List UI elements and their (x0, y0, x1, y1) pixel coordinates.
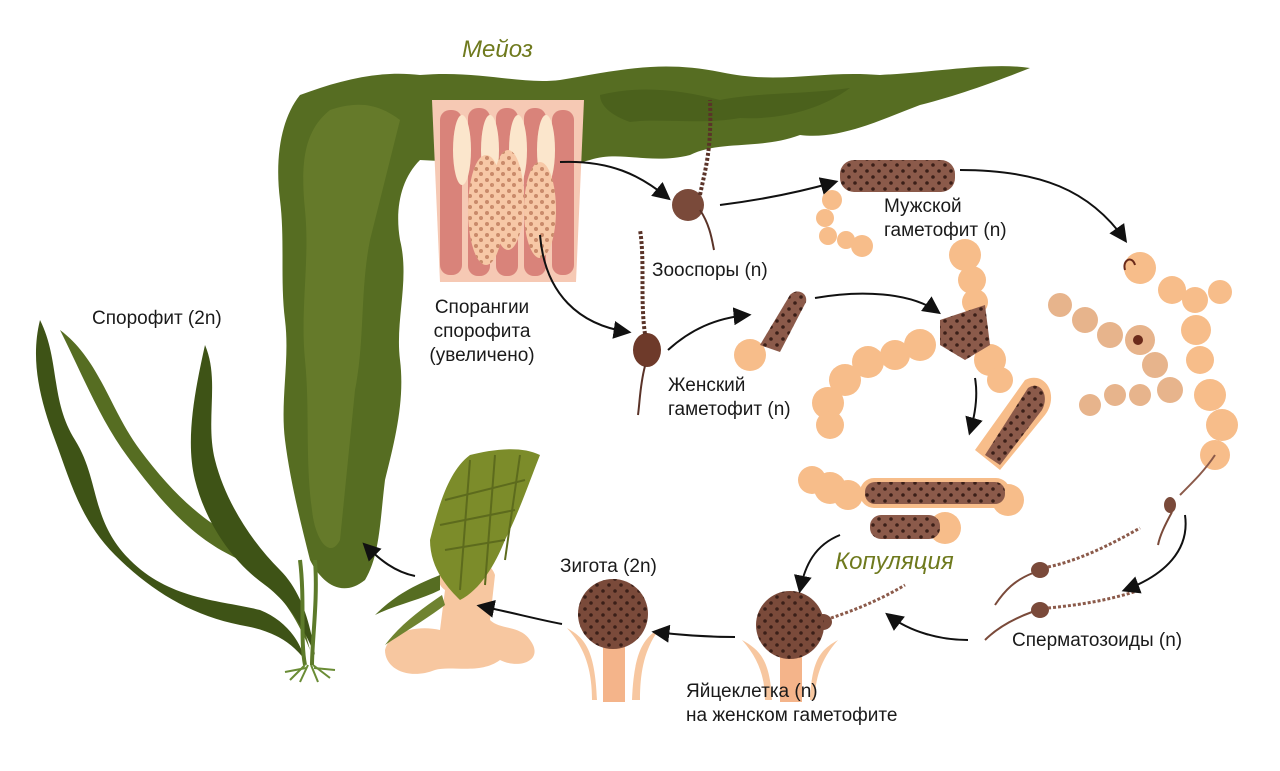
stage-label-meiosis: Мейоз (462, 36, 533, 63)
label-male-gametophyte: Мужской гаметофит (n) (884, 196, 1007, 241)
spermatozoid-icon (984, 588, 1141, 641)
zoospore-icon (633, 229, 661, 416)
label-egg: Яйцеклетка (n) на женском гаметофите (686, 681, 898, 726)
zoospore-icon (672, 99, 715, 251)
male-gametophyte-branched (1048, 252, 1238, 496)
zygote-illustration (567, 579, 660, 702)
label-female-gametophyte: Женский гаметофит (n) (668, 375, 791, 420)
female-gametophyte-small (734, 291, 807, 371)
label-zygote: Зигота (2n) (560, 556, 657, 577)
label-sporophyte: Спорофит (2n) (92, 308, 222, 329)
gametophyte-mature (798, 377, 1052, 544)
gametophyte-developing (812, 239, 1013, 439)
egg-on-gametophyte (742, 591, 838, 702)
young-sporophyte (375, 449, 540, 674)
sporangia-zoom (432, 100, 584, 282)
spermatozoid-icon (994, 526, 1141, 606)
male-gametophyte-small (816, 160, 955, 257)
arrow-icon (362, 160, 1187, 643)
sporophyte-illustration (35, 320, 336, 683)
label-spermatozoids: Сперматозоиды (n) (1012, 630, 1183, 651)
kelp-frond-large (278, 66, 1030, 589)
label-zoospores: Зооспоры (n) (652, 260, 768, 281)
stage-label-copulation: Копуляция (835, 548, 954, 575)
spermatozoid-icon (1157, 497, 1176, 546)
spermatozoid-icon (814, 583, 906, 630)
label-sporangia: Спорангии спорофита (увеличено) (429, 297, 535, 366)
